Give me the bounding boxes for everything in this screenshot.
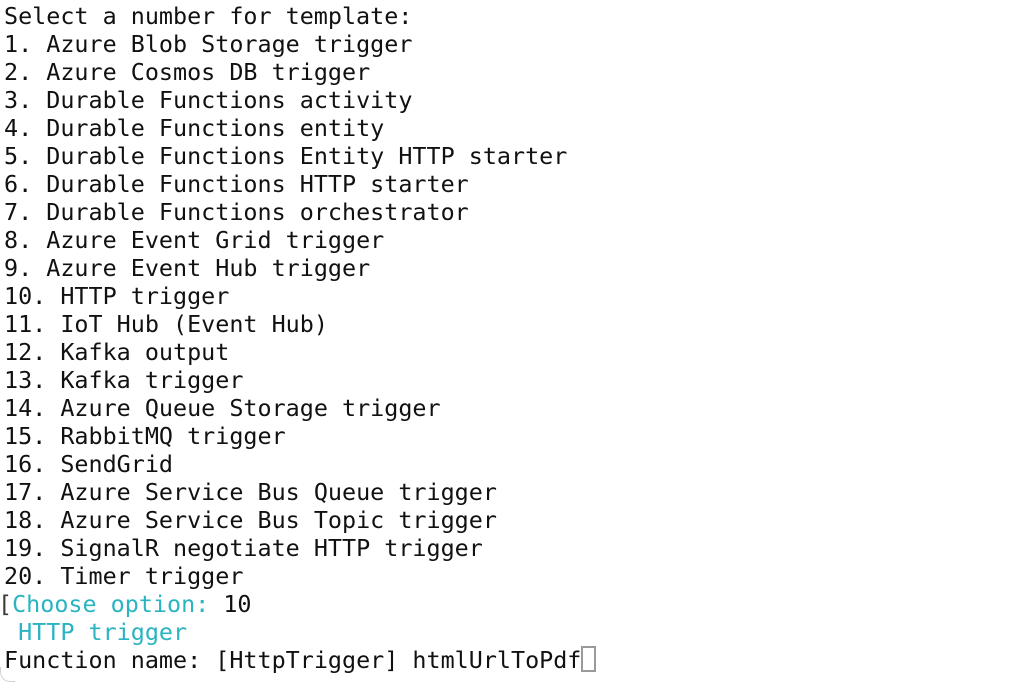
option-label: Azure Cosmos DB trigger [46, 58, 371, 86]
option-number: 3. [4, 86, 33, 114]
option-label: Azure Service Bus Topic trigger [60, 506, 497, 534]
option-label: Kafka output [60, 338, 230, 366]
template-option-3[interactable]: 3. Durable Functions activity [4, 86, 1028, 114]
template-option-7[interactable]: 7. Durable Functions orchestrator [4, 198, 1028, 226]
choose-option-value: 10 [223, 590, 252, 618]
template-option-12[interactable]: 12. Kafka output [4, 338, 1028, 366]
option-number: 12. [4, 338, 47, 366]
option-number: 18. [4, 506, 47, 534]
option-number: 7. [4, 198, 33, 226]
template-option-5[interactable]: 5. Durable Functions Entity HTTP starter [4, 142, 1028, 170]
function-name-prompt-line[interactable]: Function name: [HttpTrigger] htmlUrlToPd… [4, 646, 1028, 674]
option-number: 19. [4, 534, 47, 562]
function-name-default-hint: [HttpTrigger] [215, 646, 413, 674]
option-label: Kafka trigger [60, 366, 244, 394]
option-number: 13. [4, 366, 47, 394]
selected-template-echo: HTTP trigger [4, 618, 1028, 646]
option-label: IoT Hub (Event Hub) [60, 310, 328, 338]
option-label: Durable Functions HTTP starter [46, 170, 469, 198]
prompt-bracket: [ [0, 590, 12, 618]
option-label: SendGrid [60, 450, 174, 478]
option-number: 2. [4, 58, 33, 86]
option-label: HTTP trigger [60, 282, 230, 310]
option-label: SignalR negotiate HTTP trigger [60, 534, 483, 562]
template-option-18[interactable]: 18. Azure Service Bus Topic trigger [4, 506, 1028, 534]
function-name-label: Function name: [4, 646, 216, 674]
option-number: 6. [4, 170, 33, 198]
option-number: 1. [4, 30, 33, 58]
template-option-16[interactable]: 16. SendGrid [4, 450, 1028, 478]
template-option-8[interactable]: 8. Azure Event Grid trigger [4, 226, 1028, 254]
option-number: 16. [4, 450, 47, 478]
option-label: Durable Functions entity [46, 114, 385, 142]
template-option-14[interactable]: 14. Azure Queue Storage trigger [4, 394, 1028, 422]
template-option-13[interactable]: 13. Kafka trigger [4, 366, 1028, 394]
option-label: Azure Service Bus Queue trigger [60, 478, 497, 506]
template-option-1[interactable]: 1. Azure Blob Storage trigger [4, 30, 1028, 58]
option-number: 4. [4, 114, 33, 142]
template-option-11[interactable]: 11. IoT Hub (Event Hub) [4, 310, 1028, 338]
option-label: Durable Functions activity [46, 86, 413, 114]
template-option-10[interactable]: 10. HTTP trigger [4, 282, 1028, 310]
option-number: 20. [4, 562, 47, 590]
option-label: Azure Event Grid trigger [46, 226, 385, 254]
option-label: Azure Blob Storage trigger [46, 30, 413, 58]
option-number: 10. [4, 282, 47, 310]
selected-template-label: HTTP trigger [18, 618, 188, 646]
option-number: 5. [4, 142, 33, 170]
template-option-2[interactable]: 2. Azure Cosmos DB trigger [4, 58, 1028, 86]
option-number: 9. [4, 254, 33, 282]
template-option-19[interactable]: 19. SignalR negotiate HTTP trigger [4, 534, 1028, 562]
option-label: Azure Queue Storage trigger [60, 394, 441, 422]
option-number: 14. [4, 394, 47, 422]
option-number: 17. [4, 478, 47, 506]
choose-option-prompt-line[interactable]: [Choose option: 10 [0, 590, 1028, 618]
template-option-4[interactable]: 4. Durable Functions entity [4, 114, 1028, 142]
option-label: Timer trigger [60, 562, 244, 590]
template-option-9[interactable]: 9. Azure Event Hub trigger [4, 254, 1028, 282]
function-name-input[interactable]: htmlUrlToPdf [412, 646, 582, 674]
option-label: RabbitMQ trigger [60, 422, 286, 450]
option-label: Azure Event Hub trigger [46, 254, 371, 282]
template-option-6[interactable]: 6. Durable Functions HTTP starter [4, 170, 1028, 198]
text-cursor [581, 646, 597, 672]
option-number: 15. [4, 422, 47, 450]
option-label: Durable Functions Entity HTTP starter [46, 142, 568, 170]
template-option-15[interactable]: 15. RabbitMQ trigger [4, 422, 1028, 450]
template-option-17[interactable]: 17. Azure Service Bus Queue trigger [4, 478, 1028, 506]
template-prompt-header: Select a number for template: [4, 2, 413, 30]
option-label: Durable Functions orchestrator [46, 198, 469, 226]
option-number: 8. [4, 226, 33, 254]
option-number: 11. [4, 310, 47, 338]
template-option-20[interactable]: 20. Timer trigger [4, 562, 1028, 590]
choose-option-label: Choose option: [12, 590, 224, 618]
